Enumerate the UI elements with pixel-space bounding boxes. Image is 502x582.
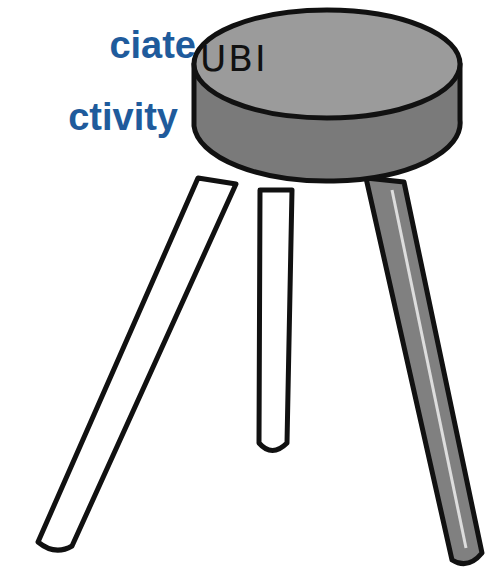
- right-leg: [366, 178, 482, 564]
- seat-top: [194, 10, 460, 118]
- left-leg: [38, 178, 236, 550]
- leg-highlight: [392, 190, 466, 548]
- middle-leg: [259, 190, 292, 451]
- side-label: ciate: [109, 24, 196, 67]
- seat-shape: [186, 2, 468, 194]
- seat-label: UBI: [200, 38, 268, 79]
- stool-seat: UBI: [186, 2, 468, 194]
- side-label: ctivity: [68, 96, 178, 139]
